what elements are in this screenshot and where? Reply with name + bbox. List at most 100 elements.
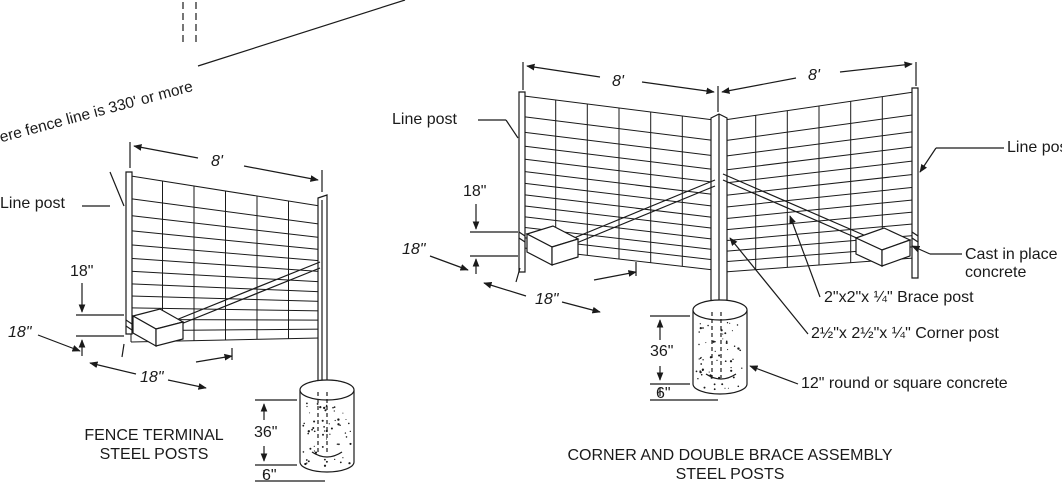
concrete-speck bbox=[718, 354, 721, 357]
concrete-speck bbox=[707, 324, 709, 327]
corner-right-line-post-label: Line post bbox=[1007, 139, 1062, 156]
concrete-speck bbox=[330, 427, 333, 430]
concrete-speck bbox=[342, 412, 344, 414]
cast-in-place-line2: concrete bbox=[965, 263, 1027, 281]
concrete-speck bbox=[321, 445, 324, 448]
concrete-speck bbox=[724, 332, 727, 335]
concrete-speck bbox=[725, 340, 728, 343]
concrete-speck bbox=[724, 360, 727, 363]
concrete-speck bbox=[739, 349, 742, 352]
cast-in-place-label: Cast in place concrete bbox=[965, 246, 1058, 281]
concrete-speck bbox=[312, 427, 315, 429]
concrete-speck bbox=[336, 443, 339, 445]
corner-left-line-post bbox=[519, 92, 525, 272]
round-concrete-label: 12" round or square concrete bbox=[801, 375, 1008, 392]
terminal-span-label: 8' bbox=[211, 153, 223, 170]
concrete-speck bbox=[741, 367, 743, 369]
concrete-speck bbox=[329, 433, 331, 435]
terminal-concrete-texture bbox=[302, 402, 352, 467]
terminal-36-label: 36" bbox=[254, 424, 278, 441]
corner-dimension-lines bbox=[430, 61, 916, 400]
concrete-speck bbox=[316, 402, 319, 405]
concrete-speck bbox=[337, 423, 340, 426]
concrete-speck bbox=[313, 450, 315, 452]
concrete-speck bbox=[339, 424, 341, 426]
concrete-speck bbox=[332, 406, 334, 409]
concrete-speck bbox=[727, 387, 729, 389]
concrete-speck bbox=[345, 418, 347, 421]
concrete-speck bbox=[306, 402, 308, 405]
terminal-caption-line1: FENCE TERMINAL bbox=[84, 427, 224, 444]
concrete-speck bbox=[349, 442, 352, 445]
concrete-speck bbox=[337, 418, 340, 421]
concrete-speck bbox=[709, 356, 713, 359]
concrete-speck bbox=[721, 383, 724, 386]
terminal-dimension-lines bbox=[38, 142, 325, 481]
corner-right-line-post bbox=[912, 88, 918, 278]
concrete-speck bbox=[698, 358, 700, 360]
terminal-18-vertical-label: 18" bbox=[70, 263, 94, 280]
concrete-speck bbox=[699, 357, 702, 359]
concrete-speck bbox=[730, 369, 733, 372]
concrete-speck bbox=[717, 377, 721, 380]
concrete-speck bbox=[323, 426, 325, 428]
concrete-speck bbox=[334, 419, 336, 422]
concrete-speck bbox=[732, 376, 735, 379]
concrete-speck bbox=[729, 360, 733, 363]
concrete-speck bbox=[303, 422, 305, 425]
concrete-speck bbox=[702, 370, 704, 372]
concrete-speck bbox=[307, 460, 310, 463]
concrete-speck bbox=[307, 432, 309, 435]
concrete-speck bbox=[344, 432, 347, 434]
corner-18-left-label: 18" bbox=[402, 241, 426, 258]
concrete-speck bbox=[323, 458, 326, 461]
corner-center-post bbox=[711, 114, 727, 304]
terminal-18-bottom-label: 18" bbox=[140, 369, 164, 386]
concrete-speck bbox=[322, 433, 324, 436]
concrete-speck bbox=[302, 424, 305, 427]
concrete-speck bbox=[702, 327, 704, 329]
concrete-speck bbox=[348, 462, 351, 465]
concrete-speck bbox=[307, 430, 310, 433]
terminal-6-label: 6" bbox=[262, 467, 277, 484]
concrete-speck bbox=[323, 464, 327, 467]
concrete-speck bbox=[311, 428, 313, 431]
concrete-speck bbox=[309, 412, 311, 414]
corner-caption: CORNER AND DOUBLE BRACE ASSEMBLY STEEL P… bbox=[520, 446, 940, 484]
concrete-speck bbox=[713, 383, 716, 386]
concrete-speck bbox=[733, 345, 736, 348]
corner-concrete-texture bbox=[695, 322, 743, 391]
corner-caption-line1: CORNER AND DOUBLE BRACE ASSEMBLY bbox=[567, 447, 893, 464]
concrete-speck bbox=[325, 438, 328, 440]
terminal-end-post bbox=[318, 195, 327, 382]
concrete-speck bbox=[698, 331, 700, 333]
concrete-speck bbox=[724, 387, 726, 389]
brace-post-label: 2"x2"x ¼" Brace post bbox=[824, 289, 974, 306]
concrete-speck bbox=[334, 458, 336, 461]
concrete-speck bbox=[709, 374, 712, 377]
concrete-speck bbox=[699, 323, 701, 325]
concrete-speck bbox=[314, 451, 318, 454]
concrete-speck bbox=[338, 443, 340, 446]
corner-right-block bbox=[856, 228, 910, 266]
concrete-speck bbox=[313, 430, 316, 433]
corner-leader-lines bbox=[729, 148, 1004, 384]
concrete-speck bbox=[705, 342, 707, 344]
concrete-speck bbox=[698, 343, 700, 346]
concrete-speck bbox=[333, 410, 335, 412]
concrete-speck bbox=[321, 419, 324, 422]
terminal-brace bbox=[176, 262, 320, 326]
concrete-speck bbox=[710, 376, 713, 379]
corner-18-vertical-label: 18" bbox=[463, 183, 487, 200]
concrete-speck bbox=[323, 406, 326, 410]
concrete-speck bbox=[729, 322, 731, 324]
concrete-speck bbox=[731, 330, 733, 332]
concrete-speck bbox=[319, 405, 322, 409]
concrete-speck bbox=[722, 333, 724, 335]
concrete-speck bbox=[325, 405, 328, 407]
cast-in-place-line1: Cast in place bbox=[965, 246, 1058, 263]
concrete-speck bbox=[699, 326, 702, 330]
concrete-speck bbox=[725, 341, 728, 345]
concrete-speck bbox=[697, 377, 699, 380]
